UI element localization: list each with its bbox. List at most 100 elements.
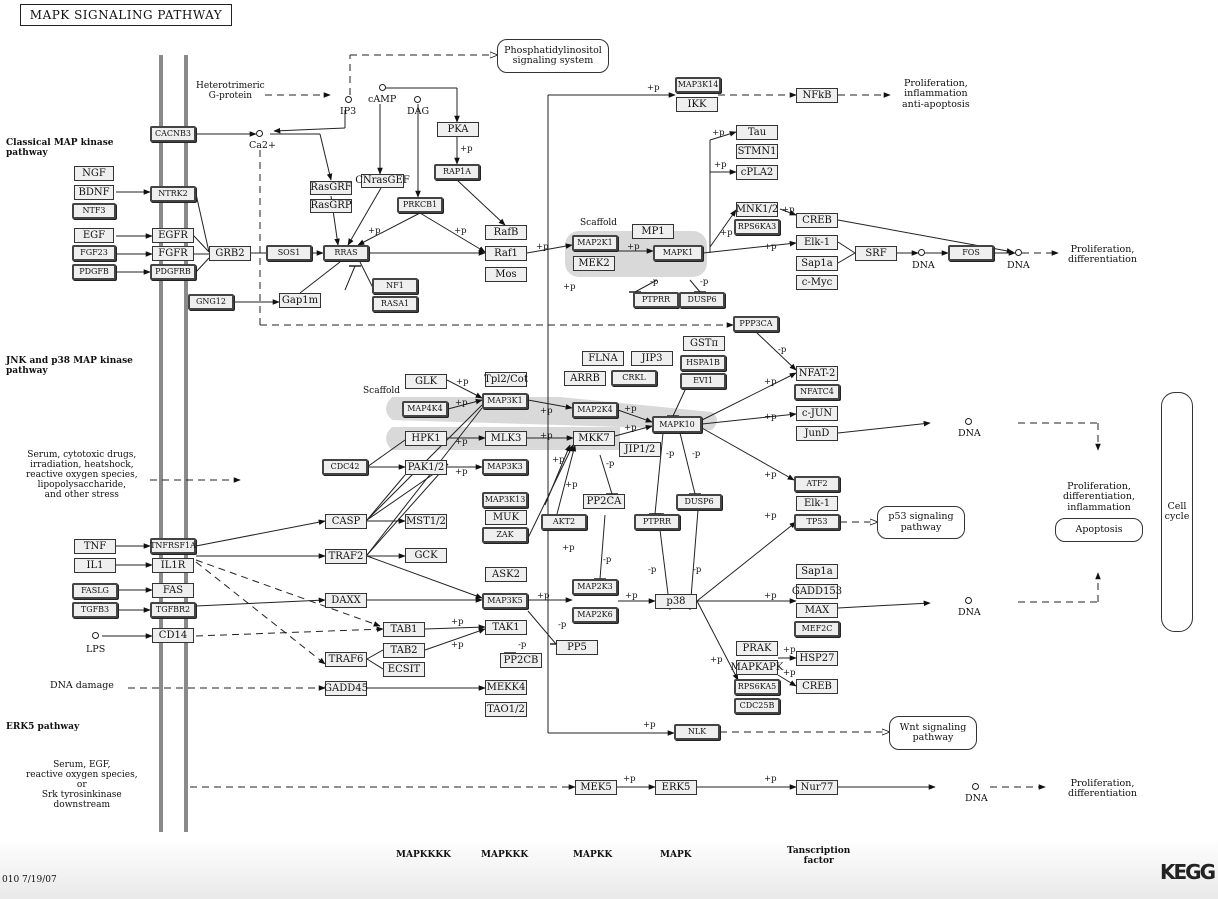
gene-node-ecsit[interactable]: ECSIT: [383, 662, 425, 677]
gene-node-stmn1[interactable]: STMN1: [736, 144, 778, 159]
gene-node-hspa1b[interactable]: HSPA1B: [680, 355, 726, 371]
gene-node-ntrk2[interactable]: NTRK2: [150, 186, 196, 202]
gene-node-map2k4[interactable]: MAP2K4: [572, 402, 618, 418]
gene-node-prkcb1[interactable]: PRKCB1: [397, 197, 443, 213]
gene-node-mlk3[interactable]: MLK3: [485, 431, 527, 446]
gene-node-mst12[interactable]: MST1/2: [405, 514, 447, 529]
gene-node-map3k14[interactable]: MAP3K14: [675, 77, 721, 93]
gene-node-flna[interactable]: FLNA: [582, 351, 624, 366]
pathway-cell-cycle[interactable]: Cell cycle: [1161, 392, 1193, 632]
dna-5[interactable]: [972, 783, 979, 790]
gene-node-tab1[interactable]: TAB1: [383, 622, 425, 637]
gene-node-rps6ka5[interactable]: RPS6KA5: [734, 679, 780, 695]
gene-node-pp2ca[interactable]: PP2CA: [583, 494, 625, 509]
gene-node-sap1a1[interactable]: Sap1a: [796, 256, 838, 271]
gene-node-hsp27[interactable]: HSP27: [796, 651, 838, 666]
gene-node-ptprr2[interactable]: PTPRR: [634, 514, 680, 530]
gene-node-nlk[interactable]: NLK: [674, 724, 720, 740]
gene-node-grb2[interactable]: GRB2: [209, 246, 251, 261]
gene-node-casp[interactable]: CASP: [325, 514, 367, 529]
gene-node-ask2[interactable]: ASK2: [485, 567, 527, 582]
gene-node-srf[interactable]: SRF: [855, 246, 897, 261]
gene-node-rps6ka3[interactable]: RPS6KA3: [734, 219, 780, 235]
gene-node-faslg[interactable]: FASLG: [72, 583, 118, 599]
gene-node-gck[interactable]: GCK: [405, 548, 447, 563]
dna-1[interactable]: [918, 249, 925, 256]
gene-node-map4k4[interactable]: MAP4K4: [402, 401, 448, 417]
gene-node-gng12[interactable]: GNG12: [188, 294, 234, 310]
gene-node-pdgfb[interactable]: PDGFB: [72, 264, 116, 280]
gene-node-gstpi[interactable]: GSTπ: [683, 336, 725, 351]
gene-node-sap1a2[interactable]: Sap1a: [796, 564, 838, 579]
gene-node-nf1[interactable]: NF1: [372, 278, 418, 294]
gene-node-fgf23[interactable]: FGF23: [72, 245, 116, 261]
gene-node-mapk10[interactable]: MAPK10: [652, 416, 702, 433]
gene-node-daxx[interactable]: DAXX: [325, 593, 367, 608]
gene-node-map2k1[interactable]: MAP2K1: [572, 235, 618, 251]
gene-node-mnk12[interactable]: MNK1/2: [736, 202, 778, 217]
gene-node-egfr[interactable]: EGFR: [152, 228, 194, 243]
gene-node-mapkapk[interactable]: MAPKAPK: [731, 660, 783, 675]
gene-node-crkl[interactable]: CRKL: [611, 370, 657, 386]
gene-node-cpla2[interactable]: cPLA2: [736, 165, 778, 180]
gene-node-ikk[interactable]: IKK: [676, 97, 718, 112]
gene-node-il1[interactable]: IL1: [74, 558, 116, 573]
gene-node-ngf[interactable]: NGF: [74, 166, 114, 181]
gene-node-atf2[interactable]: ATF2: [794, 476, 840, 492]
gene-node-mp1[interactable]: MP1: [632, 224, 674, 239]
gene-node-mef2c[interactable]: MEF2C: [794, 621, 840, 637]
gene-node-map2k6[interactable]: MAP2K6: [572, 607, 618, 623]
gene-node-tnf[interactable]: TNF: [74, 539, 116, 554]
gene-node-arrb[interactable]: ARRB: [564, 371, 606, 386]
gene-node-pdgfrb[interactable]: PDGFRB: [150, 264, 196, 280]
gene-node-rasgrf[interactable]: RasGRF: [310, 181, 352, 195]
gene-node-ntf3[interactable]: NTF3: [72, 203, 116, 219]
gene-node-tak1[interactable]: TAK1: [485, 620, 527, 635]
gene-node-egf[interactable]: EGF: [74, 228, 114, 243]
gene-node-tpl2[interactable]: Tpl2/Cot: [484, 372, 528, 387]
gene-node-ppp3ca[interactable]: PPP3CA: [733, 316, 779, 332]
gene-node-hpk1[interactable]: HPK1: [405, 431, 447, 446]
gene-node-ptprr1[interactable]: PTPRR: [633, 292, 679, 308]
gene-node-il1r[interactable]: IL1R: [152, 558, 194, 573]
gene-node-cdc25b[interactable]: CDC25B: [734, 698, 780, 714]
gene-node-muk[interactable]: MUK: [485, 510, 527, 525]
gene-node-rap1a[interactable]: RAP1A: [434, 164, 480, 180]
compound-lps[interactable]: [92, 632, 99, 639]
gene-node-cmyc[interactable]: c-Myc: [796, 275, 838, 290]
gene-node-map3k13[interactable]: MAP3K13: [482, 492, 528, 508]
gene-node-tao12[interactable]: TAO1/2: [485, 702, 527, 717]
gene-node-traf6[interactable]: TRAF6: [325, 652, 367, 667]
gene-node-nfatc4[interactable]: NFATC4: [794, 384, 840, 400]
gene-node-jund[interactable]: JunD: [796, 426, 838, 441]
gene-node-tgfb3[interactable]: TGFB3: [72, 602, 118, 618]
gene-node-rasa1[interactable]: RASA1: [372, 296, 418, 312]
gene-node-cnrasgef[interactable]: CNrasGEF: [355, 174, 410, 188]
gene-node-cd14[interactable]: CD14: [152, 628, 194, 643]
gene-node-prak[interactable]: PRAK: [736, 641, 778, 656]
gene-node-pp5[interactable]: PP5: [556, 640, 598, 655]
gene-node-raf1[interactable]: Raf1: [485, 246, 527, 261]
gene-node-fas[interactable]: FAS: [152, 583, 194, 598]
gene-node-map3k5[interactable]: MAP3K5: [482, 593, 528, 609]
gene-node-pak12[interactable]: PAK1/2: [405, 460, 447, 475]
gene-node-elk1b[interactable]: Elk-1: [796, 496, 838, 511]
gene-node-mapk1[interactable]: MAPK1: [653, 245, 703, 261]
gene-node-jip3[interactable]: JIP3: [631, 351, 673, 366]
gene-node-tp53[interactable]: TP53: [794, 514, 840, 530]
gene-node-jip12[interactable]: JIP1/2: [619, 442, 661, 457]
gene-node-mekk4[interactable]: MEKK4: [485, 680, 527, 695]
gene-node-nur77[interactable]: Nur77: [796, 780, 838, 795]
gene-node-traf2[interactable]: TRAF2: [325, 549, 367, 564]
gene-node-max[interactable]: MAX: [796, 603, 838, 618]
gene-node-mkk7[interactable]: MKK7: [573, 431, 615, 446]
gene-node-gadd45[interactable]: GADD45: [324, 681, 368, 696]
pathway-wnt[interactable]: Wnt signaling pathway: [889, 716, 977, 750]
gene-node-bdnf[interactable]: BDNF: [74, 185, 114, 200]
gene-node-nfat2[interactable]: NFAT-2: [796, 366, 838, 381]
compound-camp[interactable]: [379, 84, 386, 91]
gene-node-cdc42[interactable]: CDC42: [322, 459, 368, 475]
gene-node-fgfr[interactable]: FGFR: [152, 246, 194, 261]
gene-node-map2k3[interactable]: MAP2K3: [572, 579, 618, 595]
pathway-apoptosis[interactable]: Apoptosis: [1055, 518, 1143, 542]
